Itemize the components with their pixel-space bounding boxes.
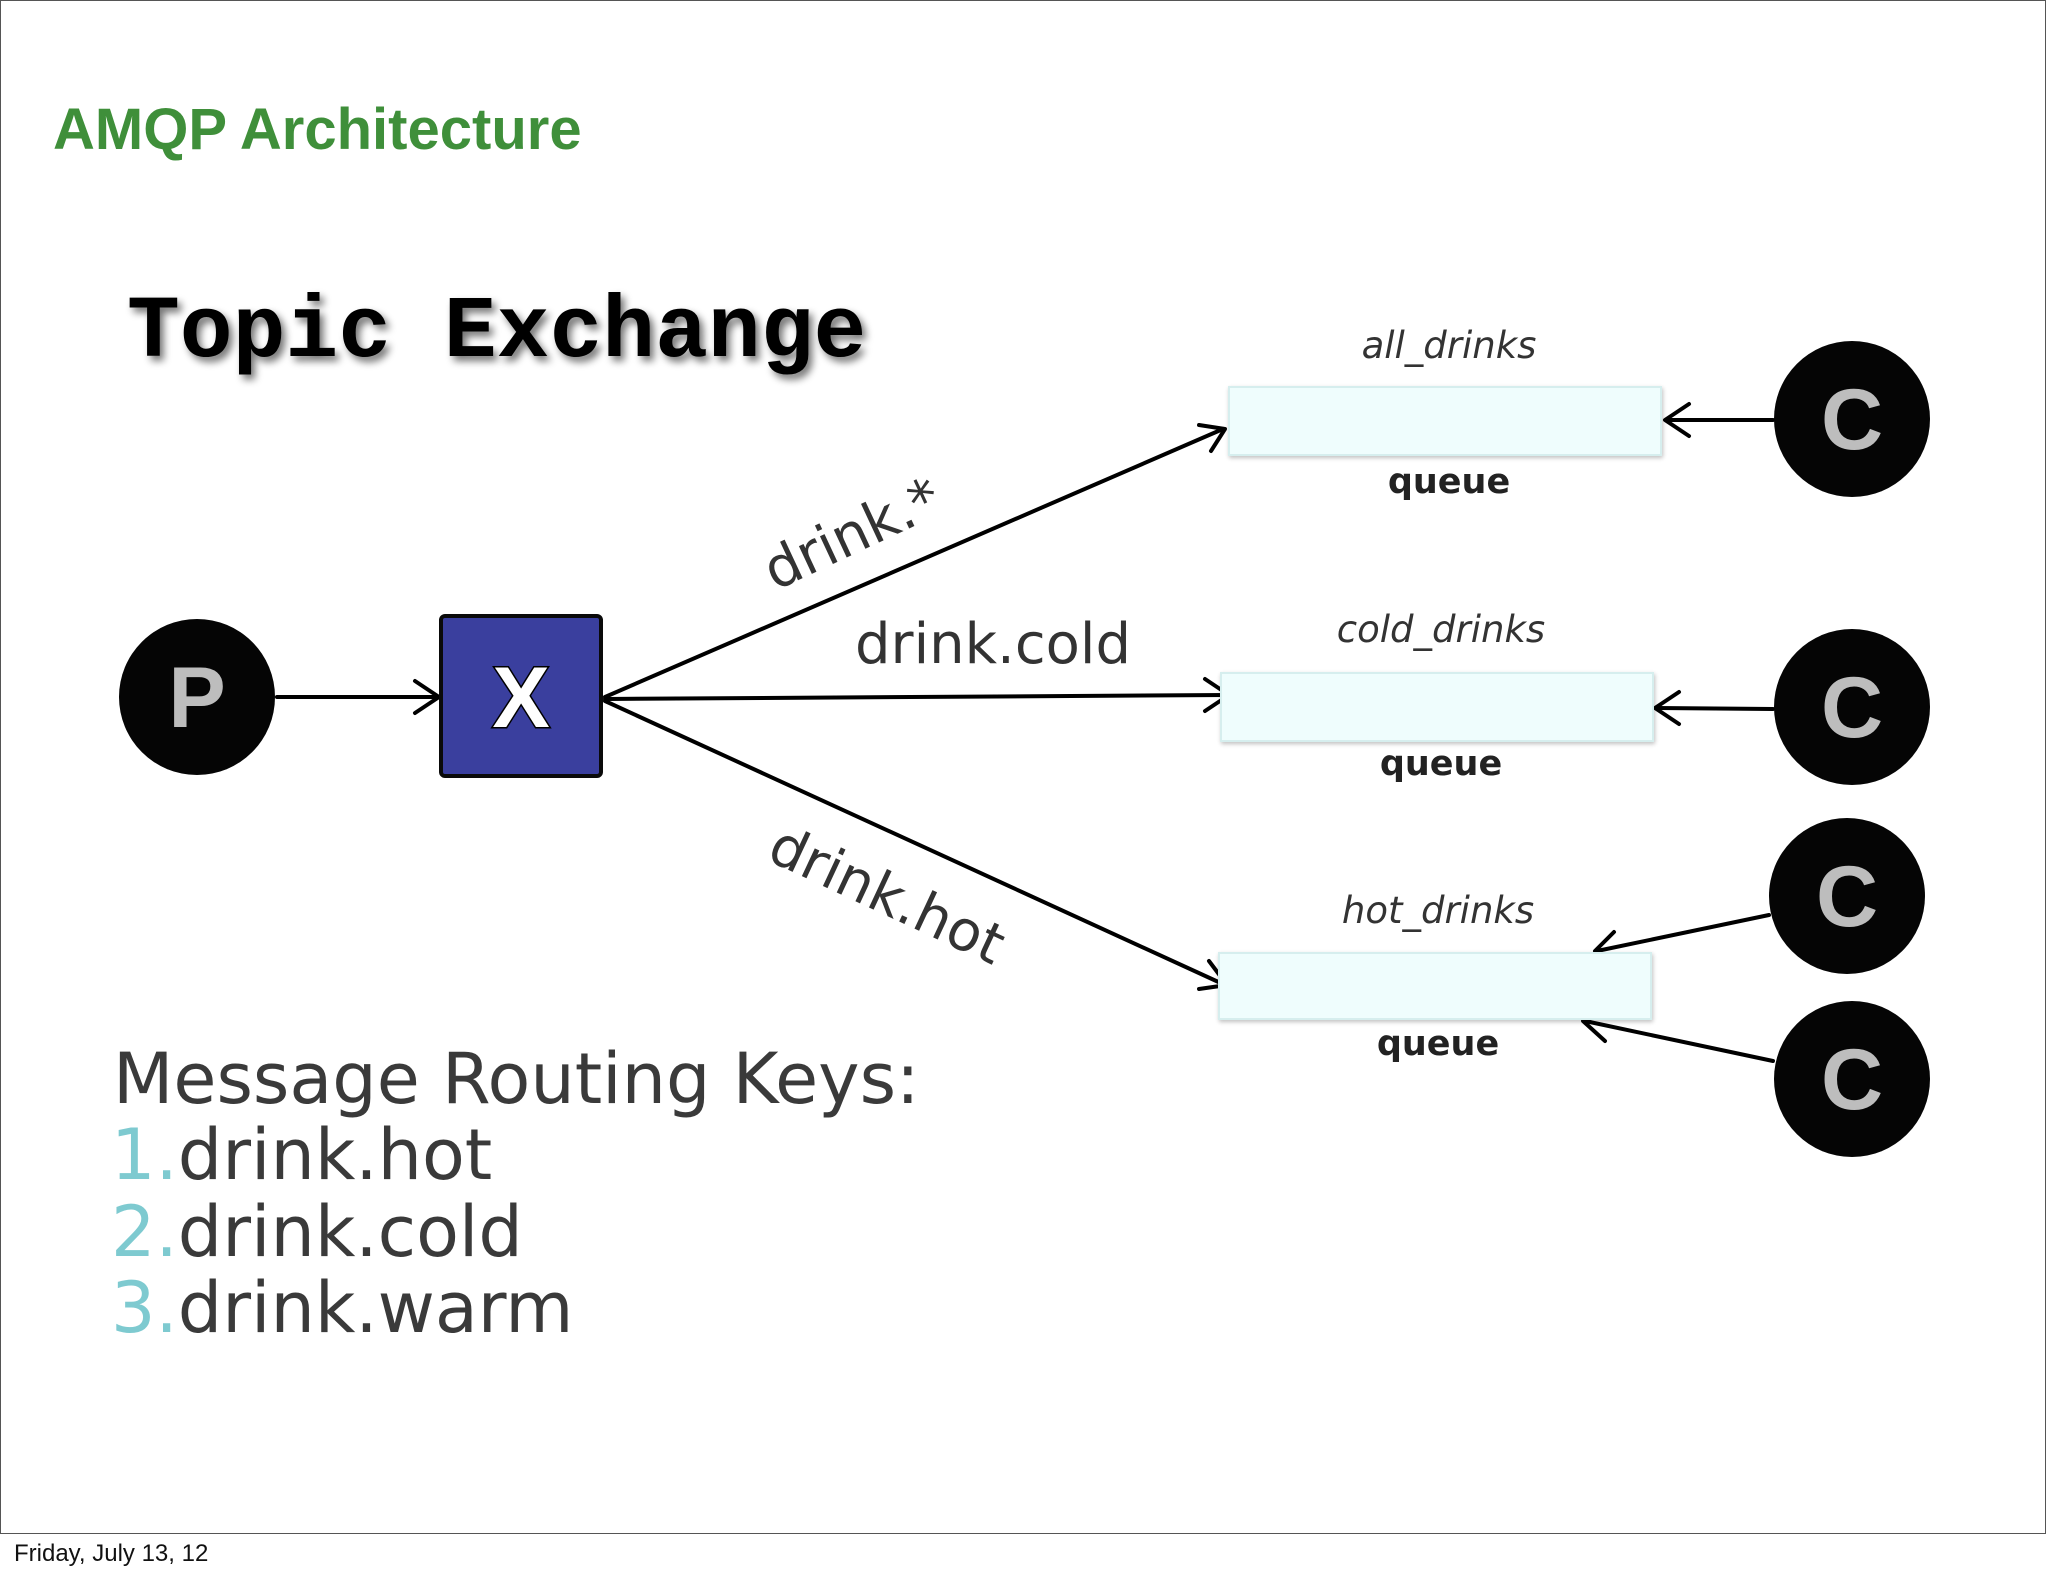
routing-key-item-3: 3.drink.warm bbox=[111, 1267, 574, 1349]
queue-hot-drinks: hot_drinks queue bbox=[1218, 889, 1652, 1064]
slide-title: AMQP Architecture bbox=[53, 97, 582, 162]
routing-key-item-2: 2.drink.cold bbox=[111, 1191, 523, 1273]
routing-key-text-2: drink.cold bbox=[178, 1191, 523, 1273]
route-cold-arrow bbox=[603, 677, 1231, 713]
topic-exchange-heading: Topic Exchange bbox=[127, 284, 866, 383]
consumer-label-3: C bbox=[1816, 849, 1878, 945]
consumer-label-4: C bbox=[1821, 1032, 1883, 1128]
exchange-node: X bbox=[439, 614, 603, 778]
queue-label-cold-drinks: queue bbox=[1380, 744, 1502, 784]
consumer-node-3: C bbox=[1769, 818, 1925, 974]
consumer-label-1: C bbox=[1821, 372, 1883, 468]
route-label-all: drink.* bbox=[753, 465, 951, 603]
slide: AMQP Architecture Topic Exchange bbox=[0, 0, 2046, 1534]
consumer-node-2: C bbox=[1774, 629, 1930, 785]
consumer-node-1: C bbox=[1774, 341, 1930, 497]
queue-cold-drinks: cold_drinks queue bbox=[1220, 608, 1654, 784]
routing-keys-heading: Message Routing Keys: bbox=[113, 1038, 920, 1120]
consumer-2-arrow bbox=[1653, 690, 1775, 726]
footer-date: Friday, July 13, 12 bbox=[14, 1540, 209, 1567]
route-label-hot: drink.hot bbox=[759, 813, 1014, 978]
routing-key-item-1: 1.drink.hot bbox=[111, 1114, 492, 1196]
queue-label-all-drinks: queue bbox=[1388, 462, 1510, 502]
queue-label-hot-drinks: queue bbox=[1377, 1024, 1499, 1064]
queue-name-cold-drinks: cold_drinks bbox=[1337, 608, 1545, 651]
routing-key-number-3: 3. bbox=[111, 1267, 178, 1349]
routing-key-text-3: drink.warm bbox=[178, 1267, 574, 1349]
routing-keys-list: Message Routing Keys: 1.drink.hot 2.drin… bbox=[111, 1038, 920, 1349]
queue-name-all-drinks: all_drinks bbox=[1362, 324, 1537, 367]
queue-name-hot-drinks: hot_drinks bbox=[1342, 889, 1534, 932]
consumer-1-arrow bbox=[1663, 402, 1775, 438]
producer-to-exchange-arrow bbox=[275, 679, 441, 715]
exchange-label: X bbox=[492, 650, 549, 746]
producer-node: P bbox=[119, 619, 275, 775]
route-hot-arrow bbox=[603, 699, 1229, 991]
consumer-label-2: C bbox=[1821, 660, 1883, 756]
route-all-arrow bbox=[603, 423, 1227, 699]
route-label-cold: drink.cold bbox=[855, 612, 1131, 677]
routing-key-number-1: 1. bbox=[111, 1114, 178, 1196]
producer-label: P bbox=[168, 650, 225, 746]
routing-key-text-1: drink.hot bbox=[178, 1114, 492, 1196]
consumer-node-4: C bbox=[1774, 1001, 1930, 1157]
topic-exchange-diagram: AMQP Architecture Topic Exchange bbox=[53, 97, 1930, 1349]
routing-key-number-2: 2. bbox=[111, 1191, 178, 1273]
queue-all-drinks: all_drinks queue bbox=[1228, 324, 1662, 502]
